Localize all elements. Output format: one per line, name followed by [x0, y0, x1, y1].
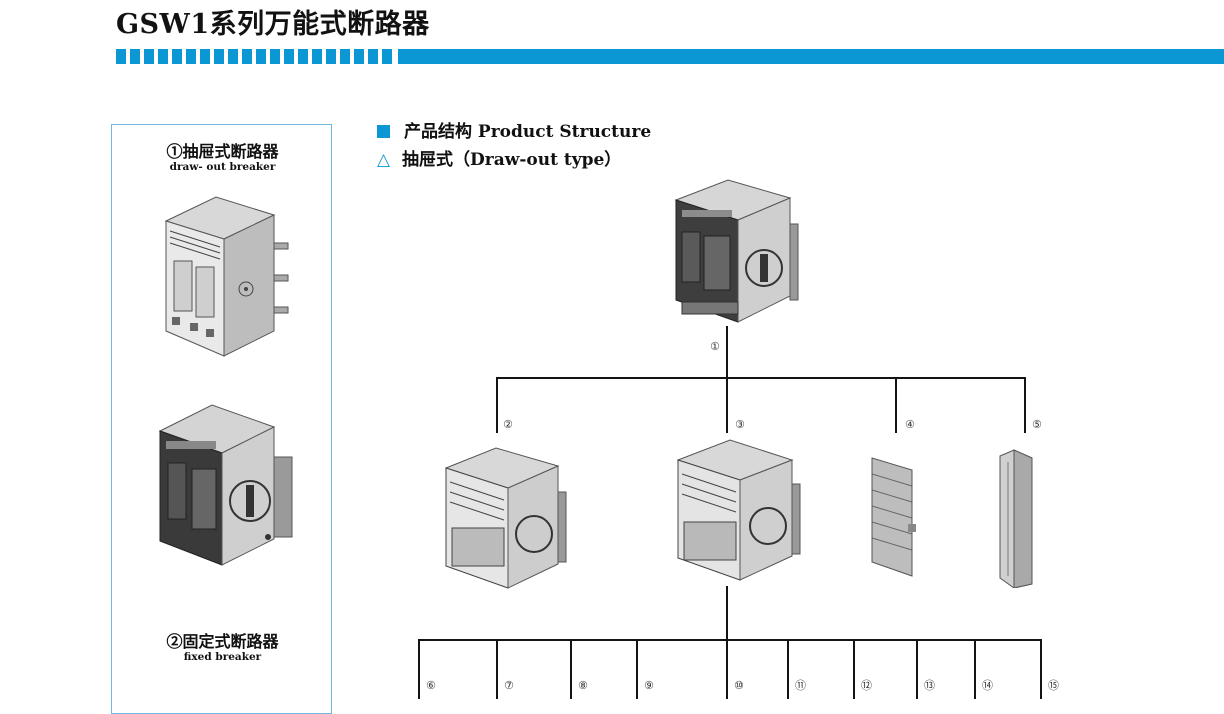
drawout-breaker-image	[164, 196, 289, 357]
label-14: ⑭	[982, 679, 993, 692]
tree-line-14	[974, 639, 976, 699]
drawer-cassette-image	[676, 439, 801, 581]
label-6: ⑥	[426, 679, 436, 692]
tree-line-7	[496, 639, 498, 699]
section-heading-text: 产品结构 Product Structure	[404, 122, 652, 142]
tree-line-2	[496, 377, 498, 433]
fixed-breaker-en: fixed breaker	[183, 651, 262, 663]
tree-line-4	[895, 377, 897, 433]
fixed-breaker-caption: ②固定式断路器 fixed breaker	[112, 632, 333, 664]
tree-line-11	[787, 639, 789, 699]
phase-barrier-image	[999, 449, 1033, 588]
label-12: ⑫	[861, 679, 872, 692]
tree-line-9	[636, 639, 638, 699]
tree-line-12	[853, 639, 855, 699]
label-1: ①	[710, 340, 720, 353]
subheading-text: 抽屉式（Draw-out type）	[402, 150, 622, 170]
tree-line-15	[1040, 639, 1042, 699]
tree-line-6	[418, 639, 420, 699]
subheading: △ 抽屉式（Draw-out type）	[377, 150, 621, 170]
tree-line-sub-root	[726, 586, 728, 640]
shutter-plate-image	[871, 457, 916, 577]
tree-line-5	[1024, 377, 1026, 433]
breaker-types-panel: ①抽屉式断路器 draw- out breaker ②固定式断路器 fixed	[111, 124, 332, 714]
label-3: ③	[735, 418, 745, 431]
label-5: ⑤	[1032, 418, 1042, 431]
tree-line-root	[726, 326, 728, 378]
label-9: ⑨	[644, 679, 654, 692]
tree-line-3	[726, 377, 728, 433]
drawout-breaker-cn: ①抽屉式断路器	[166, 142, 279, 161]
drawout-breaker-top-image	[674, 179, 799, 323]
label-15: ⑮	[1048, 679, 1059, 692]
tree-line-level2	[418, 639, 1042, 641]
fixed-breaker-image	[158, 404, 293, 566]
tree-line-8	[570, 639, 572, 699]
label-10: ⑩	[734, 679, 744, 692]
tree-line-13	[916, 639, 918, 699]
tree-line-level1	[496, 377, 1026, 379]
fixed-breaker-cn: ②固定式断路器	[166, 632, 279, 651]
drawout-breaker-caption: ①抽屉式断路器 draw- out breaker	[112, 142, 333, 174]
blue-square-icon	[377, 125, 390, 138]
section-heading: 产品结构 Product Structure	[377, 122, 651, 142]
drawout-breaker-en: draw- out breaker	[169, 161, 276, 173]
label-11: ⑪	[795, 679, 806, 692]
label-2: ②	[503, 418, 513, 431]
title-rule-dashes	[116, 49, 396, 64]
cassette-breaker-image	[444, 447, 567, 589]
tree-line-10	[726, 639, 728, 699]
label-7: ⑦	[504, 679, 514, 692]
label-8: ⑧	[578, 679, 588, 692]
title-rule-bar	[398, 49, 1224, 64]
label-4: ④	[905, 418, 915, 431]
triangle-outline-icon: △	[377, 150, 391, 170]
label-13: ⑬	[924, 679, 935, 692]
page-title: GSW1系列万能式断路器	[116, 9, 430, 40]
